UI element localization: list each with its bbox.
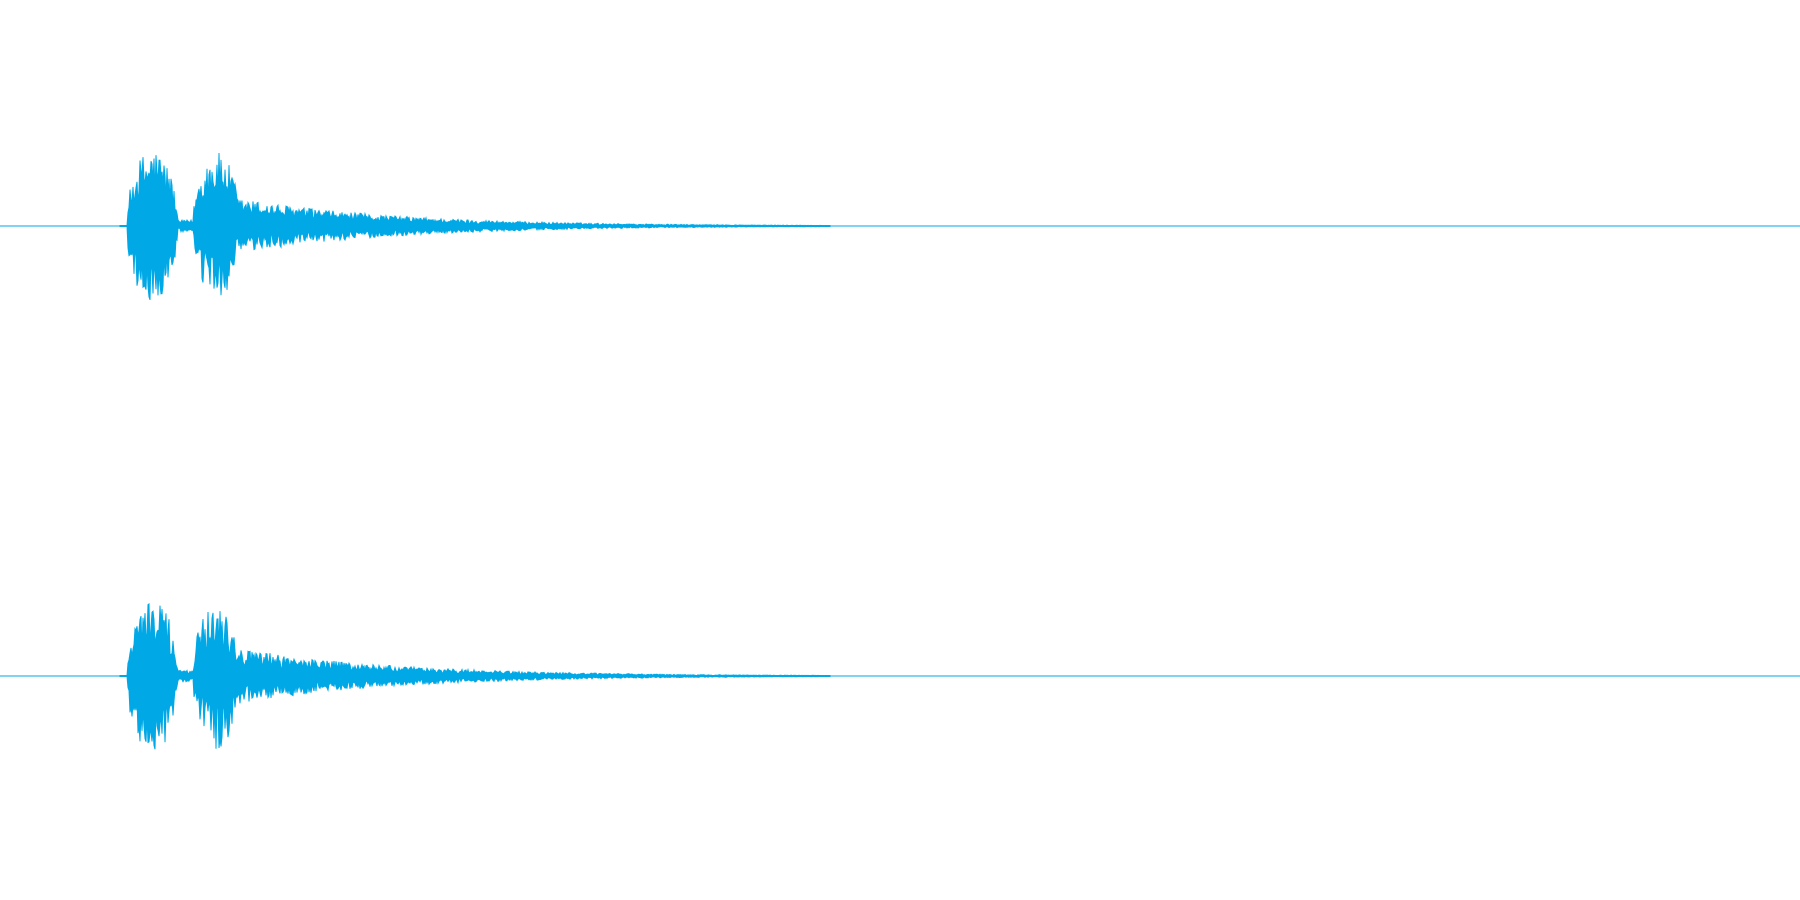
channel-bottom-waveform [119, 603, 831, 750]
waveform-channel-bottom [0, 603, 1800, 750]
waveform-channel-top [0, 152, 1800, 301]
channel-top-waveform [119, 152, 831, 301]
